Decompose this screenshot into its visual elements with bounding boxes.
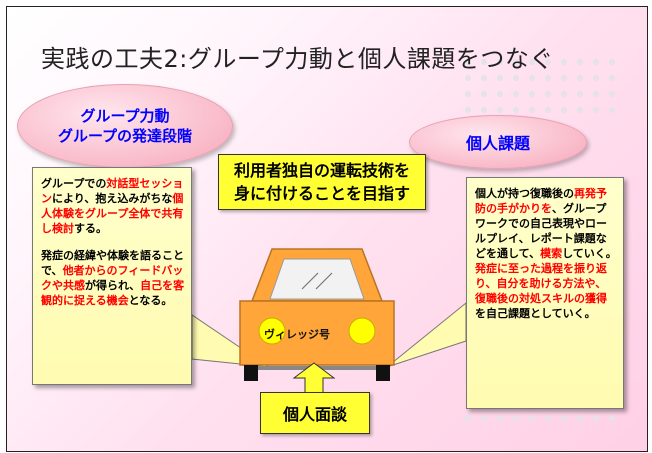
group-dynamics-oval: グループ力動 グループの発達段階	[17, 84, 233, 168]
highlighted-text: 対話型セッション	[41, 177, 184, 205]
goal-box: 利用者独自の運転技術を 身に付けることを目指す	[218, 154, 426, 210]
group-dynamics-label: グループ力動	[80, 107, 170, 125]
note-text: していく。	[562, 247, 617, 260]
individual-interview-box: 個人面談	[260, 392, 370, 434]
group-dynamics-note-paragraph-1: グループでの対話型セッションにより、抱え込みがちな個人体験をグループ全体で共有し…	[41, 176, 185, 236]
car-illustration	[239, 248, 395, 381]
note-text: となる。	[128, 294, 173, 307]
tire-left-icon	[244, 365, 258, 381]
note-text: 個人が持つ復職後の	[475, 187, 574, 200]
group-development-label: グループの発達段階	[57, 127, 193, 145]
highlighted-text: 他者からのフィードバックや共感	[41, 264, 184, 292]
highlighted-text: 模索	[540, 247, 563, 260]
individual-task-label: 個人課題	[465, 134, 530, 153]
individual-task-note-paragraph: 個人が持つ復職後の再発予防の手がかりを、グループワークでの自己表現やロールプレイ…	[475, 186, 617, 321]
dot-pattern-top	[465, 59, 645, 129]
highlighted-text: 再発予防の手がかりを	[475, 187, 607, 215]
highlighted-text: 発症に至った過程を振り返り、自分を助ける方法や、復職後の対処スキルの獲得	[475, 262, 607, 305]
group-dynamics-note-paragraph-2: 発症の経緯や体験を語ることで、他者からのフィードバックや共感が得られ、自己を客観…	[41, 248, 185, 308]
highlighted-text: 自己を客観的に捉える機会	[41, 279, 185, 307]
note-text: が得られ、	[85, 279, 141, 292]
goal-line-1: 利用者独自の運転技術を	[233, 161, 410, 180]
note-text: により、抱え込みがちな	[52, 192, 173, 205]
headlight-left-icon	[258, 317, 286, 345]
car-name-label: ヴィレッジ号	[264, 328, 330, 341]
headlight-right-icon	[348, 317, 376, 345]
note-text: 、グループワークでの自己表現やロールプレイ、レポート課題などを通して、	[475, 202, 607, 260]
individual-task-note: 個人が持つ復職後の再発予防の手がかりを、グループワークでの自己表現やロールプレイ…	[466, 177, 624, 409]
slide: 実践の工夫2:グループ力動と個人課題をつなぐ グループ力動 グループの発達段階 …	[6, 6, 648, 452]
highlighted-text: 個人体験をグループ全体で共有し検討	[41, 192, 184, 235]
car-windshield	[269, 258, 365, 300]
note-text: 発症の経緯や体験を語ることで、	[41, 249, 184, 277]
note-text: を自己課題としていく。	[475, 307, 596, 320]
dot-pattern-bottom	[465, 415, 645, 439]
note-text: グループでの	[41, 177, 107, 190]
note-text: する。	[74, 222, 107, 235]
group-dynamics-note: グループでの対話型セッションにより、抱え込みがちな個人体験をグループ全体で共有し…	[32, 167, 192, 385]
tire-right-icon	[376, 365, 390, 381]
up-arrow-icon	[292, 362, 336, 396]
goal-line-2: 身に付けることを目指す	[233, 184, 410, 203]
slide-title: 実践の工夫2:グループ力動と個人課題をつなぐ	[41, 45, 554, 73]
individual-task-oval: 個人課題	[409, 115, 587, 169]
